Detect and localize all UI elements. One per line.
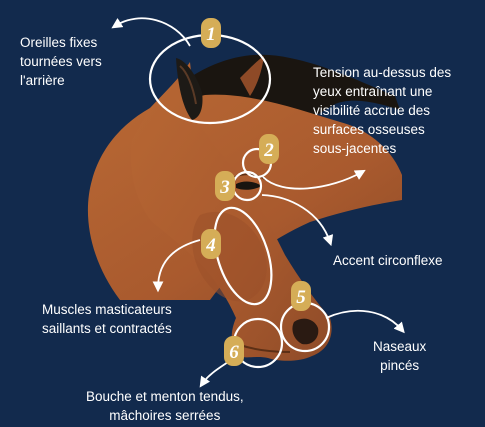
label-tension: Tension au-dessus des yeux entraînant un… bbox=[313, 63, 451, 158]
badge-4: 4 bbox=[201, 229, 221, 259]
label-ears-line-1: Oreilles fixes bbox=[20, 33, 102, 52]
label-muscles: Muscles masticateurs saillants et contra… bbox=[42, 300, 172, 338]
badge-2: 2 bbox=[259, 134, 279, 164]
label-ears: Oreilles fixes tournées vers l'arrière bbox=[20, 33, 102, 90]
svg-text:3: 3 bbox=[219, 177, 230, 198]
label-tension-line-5: sous-jacentes bbox=[313, 139, 451, 158]
label-nostrils: Naseaux pincés bbox=[373, 337, 426, 375]
svg-text:6: 6 bbox=[229, 342, 239, 363]
label-nostrils-line-2: pincés bbox=[373, 356, 426, 375]
svg-text:2: 2 bbox=[263, 140, 274, 161]
label-muscles-line-1: Muscles masticateurs bbox=[42, 300, 172, 319]
label-ears-line-3: l'arrière bbox=[20, 71, 102, 90]
label-muscles-line-2: saillants et contractés bbox=[42, 319, 172, 338]
badge-3: 3 bbox=[215, 171, 235, 201]
svg-text:1: 1 bbox=[206, 24, 216, 45]
label-mouth-line-2: mâchoires serrées bbox=[86, 406, 244, 425]
label-mouth-line-1: Bouche et menton tendus, bbox=[86, 387, 244, 406]
label-ears-line-2: tournées vers bbox=[20, 52, 102, 71]
svg-text:4: 4 bbox=[205, 235, 216, 256]
label-mouth: Bouche et menton tendus, mâchoires serré… bbox=[86, 387, 244, 425]
label-eye-line-1: Accent circonflexe bbox=[333, 251, 443, 270]
badge-1: 1 bbox=[201, 18, 221, 48]
label-tension-line-1: Tension au-dessus des bbox=[313, 63, 451, 82]
svg-text:5: 5 bbox=[296, 287, 306, 308]
label-nostrils-line-1: Naseaux bbox=[373, 337, 426, 356]
badge-6: 6 bbox=[224, 336, 244, 366]
label-tension-line-4: surfaces osseuses bbox=[313, 120, 451, 139]
label-tension-line-2: yeux entraînant une bbox=[313, 82, 451, 101]
label-eye: Accent circonflexe bbox=[333, 251, 443, 270]
label-tension-line-3: visibilité accrue des bbox=[313, 101, 451, 120]
arrow-nostrils bbox=[326, 311, 402, 330]
badge-5: 5 bbox=[291, 281, 311, 311]
